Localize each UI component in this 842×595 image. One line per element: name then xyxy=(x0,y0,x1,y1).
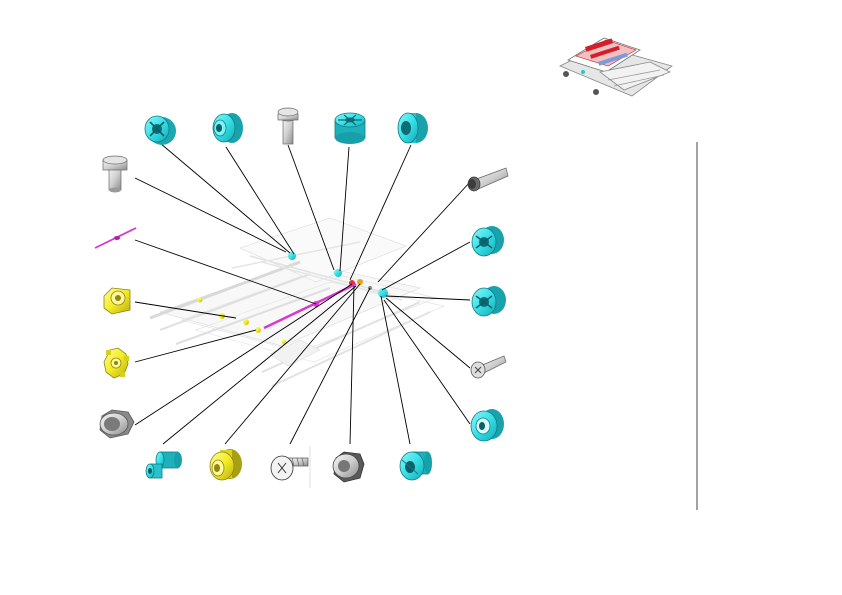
leader-line xyxy=(385,297,471,369)
overview-thumbnail-image xyxy=(550,8,678,108)
part-cyan-stepped-bushing xyxy=(212,113,243,143)
part-yellow-flanged-bushing xyxy=(209,449,242,481)
leader-line xyxy=(134,301,237,319)
leader-lines xyxy=(134,142,471,445)
part-gray-hex-collar xyxy=(332,451,365,483)
leader-line xyxy=(159,142,291,254)
leader-line xyxy=(385,295,471,301)
mechanism-assembly xyxy=(149,217,446,387)
leader-line xyxy=(349,144,412,281)
leader-line xyxy=(134,177,287,253)
part-cyan-spoked-pulley xyxy=(334,112,366,144)
part-cyan-gear-wheel xyxy=(471,286,506,317)
leader-line xyxy=(349,285,355,445)
part-cyan-gear-wheel xyxy=(471,226,504,257)
part-yellow-bushing-block xyxy=(103,287,131,315)
part-magenta-rod xyxy=(94,227,137,249)
leader-line xyxy=(339,146,350,272)
part-cyan-roller-cap xyxy=(397,112,428,144)
part-gray-screw xyxy=(270,446,311,488)
leader-line xyxy=(377,181,471,283)
leader-line xyxy=(134,239,317,305)
leader-line xyxy=(225,146,295,255)
leader-line xyxy=(381,241,471,291)
part-yellow-gear xyxy=(103,347,129,379)
leader-line xyxy=(287,144,335,271)
leader-line xyxy=(383,299,471,425)
part-cyan-gear-wheel xyxy=(144,115,176,145)
part-cyan-stepped-bushing xyxy=(399,451,432,481)
part-gray-hex-collar xyxy=(99,409,135,439)
leader-line xyxy=(289,287,371,445)
leader-line xyxy=(134,329,257,363)
part-gray-long-shaft-pin xyxy=(467,167,509,192)
leader-line xyxy=(224,283,361,445)
part-gray-shaft-pin xyxy=(277,107,299,145)
leader-line xyxy=(162,285,357,445)
part-gray-shaft-pin xyxy=(102,155,128,193)
part-cyan-bearing-cap xyxy=(470,409,504,442)
leader-line xyxy=(134,283,353,426)
part-cyan-stepped-bushing xyxy=(145,451,182,479)
leader-line xyxy=(380,295,411,445)
part-gray-screw xyxy=(470,355,507,379)
